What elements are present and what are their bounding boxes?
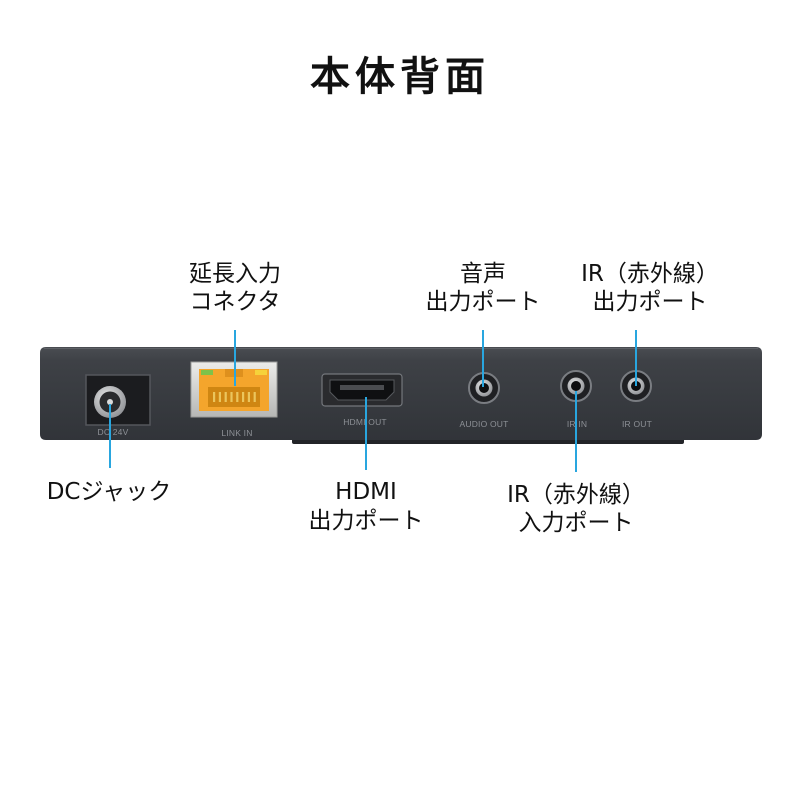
page-title: 本体背面 [310, 54, 490, 100]
callout-ir-input-line2: 入力ポート [519, 510, 634, 536]
panel-label-lan: LINK IN [221, 428, 252, 438]
lan-port-opening [208, 387, 260, 407]
callout-audio-output-line1: 音声 [460, 261, 506, 287]
audio-jack-hole [479, 383, 489, 393]
ir-in-jack-icon [560, 370, 592, 402]
dc-power-jack-icon [85, 374, 151, 426]
lan-port-contacts [213, 392, 256, 402]
callout-ir-input-line1: IR（赤外線） [507, 482, 645, 508]
lan-link-led [201, 370, 213, 375]
callout-extension-input-line1: 延長入力 [189, 261, 281, 287]
callout-ir-output-line1: IR（赤外線） [581, 261, 719, 287]
panel-label-dc: DC 24V [98, 427, 129, 437]
callout-hdmi-output-line1: HDMI [335, 479, 397, 505]
panel-label-hdmi: HDMI OUT [343, 417, 387, 427]
hdmi-port-icon [321, 373, 403, 407]
callout-audio-output-line2: 出力ポート [426, 289, 541, 315]
dc-jack-pin [107, 399, 113, 405]
hdmi-port-tongue [340, 385, 384, 390]
callout-extension-input-line2: コネクタ [189, 289, 280, 315]
ir-in-jack-hole [571, 381, 581, 391]
callout-dc-jack: DCジャック [47, 479, 172, 505]
callout-hdmi-output-line2: 出力ポート [309, 508, 424, 534]
panel-label-audio: AUDIO OUT [459, 419, 508, 429]
lan-activity-led [255, 370, 267, 375]
panel-label-ir-out: IR OUT [622, 419, 652, 429]
callout-ir-output-line2: 出力ポート [593, 289, 708, 315]
